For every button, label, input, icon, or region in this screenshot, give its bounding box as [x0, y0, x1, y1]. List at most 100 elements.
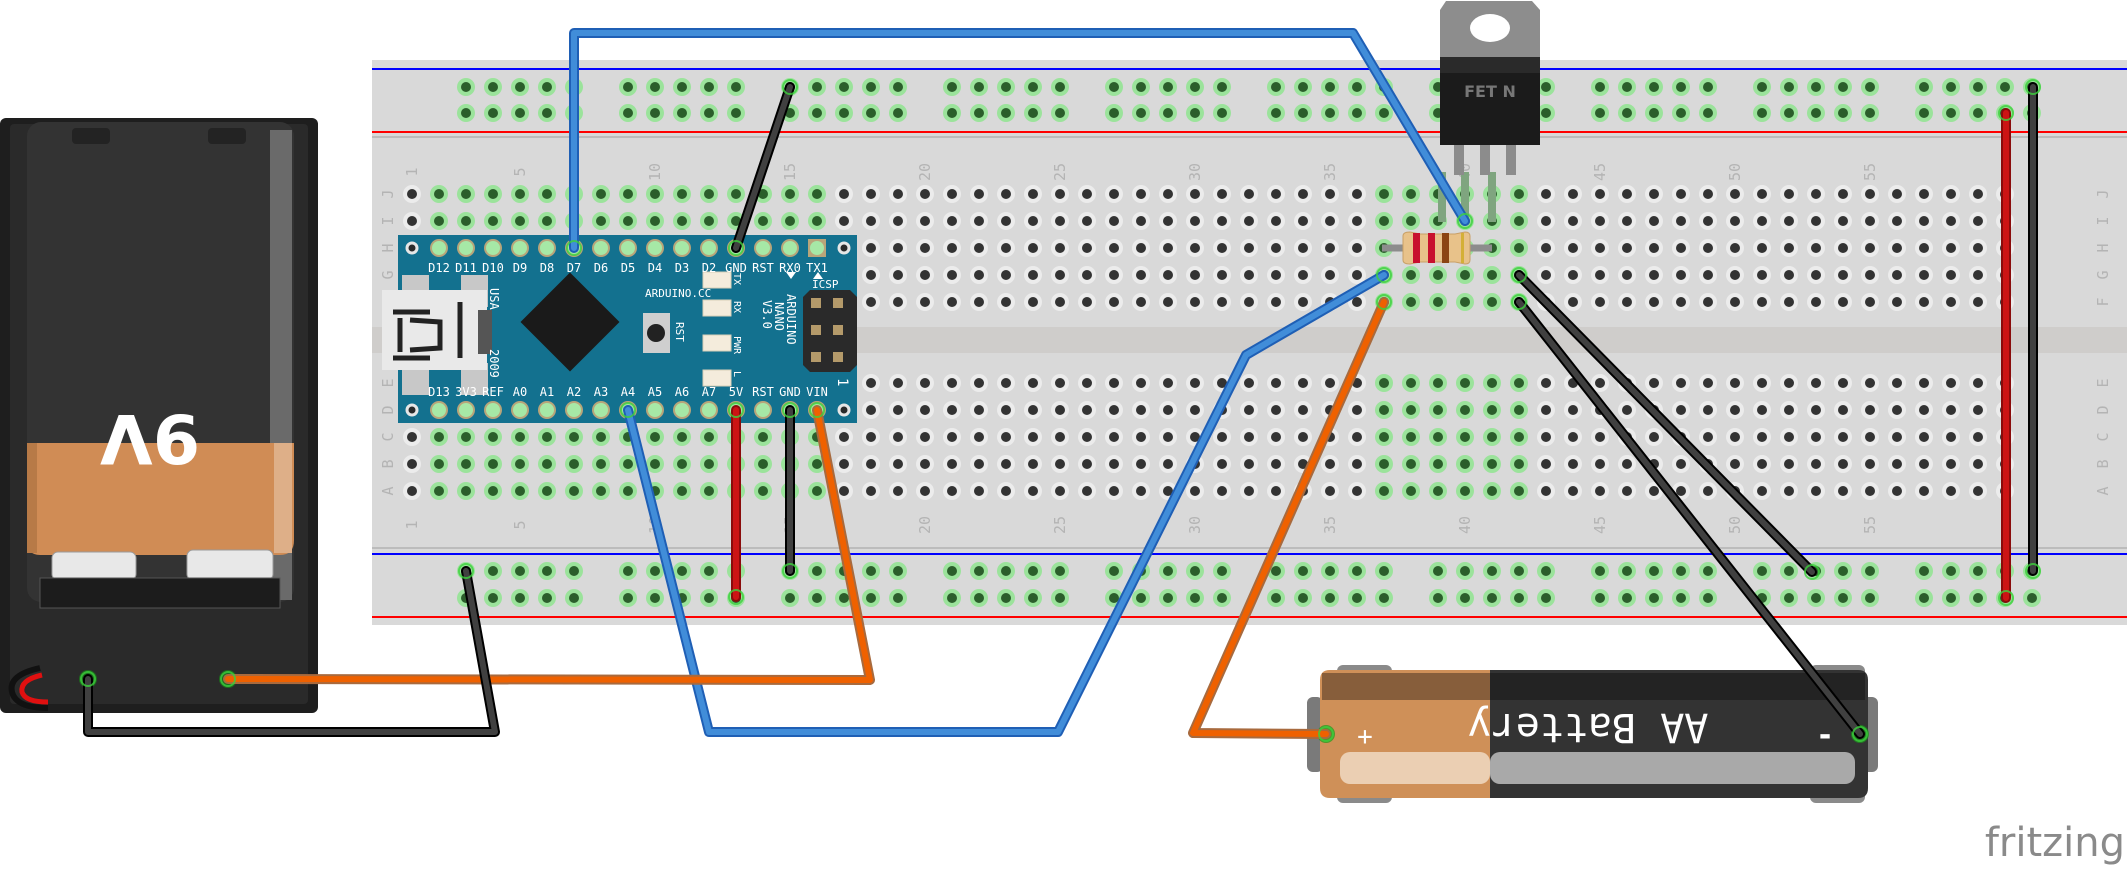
rail-hole[interactable]: [1699, 104, 1717, 122]
breadboard-hole[interactable]: [943, 185, 961, 203]
wire-endpoint[interactable]: [1852, 726, 1868, 742]
rail-hole[interactable]: [1105, 104, 1123, 122]
breadboard-hole[interactable]: [970, 293, 988, 311]
breadboard-hole[interactable]: [1240, 185, 1258, 203]
rail-hole[interactable]: [1159, 104, 1177, 122]
rail-hole[interactable]: [1294, 78, 1312, 96]
breadboard-hole[interactable]: [862, 239, 880, 257]
rail-hole[interactable]: [1834, 78, 1852, 96]
wire-endpoint[interactable]: [782, 79, 798, 95]
breadboard-hole[interactable]: [1483, 266, 1501, 284]
breadboard-hole[interactable]: [1915, 482, 1933, 500]
rail-hole[interactable]: [1780, 562, 1798, 580]
rail-hole[interactable]: [997, 562, 1015, 580]
rail-hole[interactable]: [1483, 562, 1501, 580]
breadboard-hole[interactable]: [1780, 266, 1798, 284]
breadboard-hole[interactable]: [1834, 455, 1852, 473]
breadboard-hole[interactable]: [754, 212, 772, 230]
breadboard-hole[interactable]: [1213, 239, 1231, 257]
rail-hole[interactable]: [1807, 589, 1825, 607]
breadboard-hole[interactable]: [1186, 401, 1204, 419]
breadboard-hole[interactable]: [1591, 266, 1609, 284]
breadboard-hole[interactable]: [997, 239, 1015, 257]
breadboard-hole[interactable]: [1240, 212, 1258, 230]
rail-hole[interactable]: [1186, 104, 1204, 122]
breadboard-hole[interactable]: [1186, 185, 1204, 203]
breadboard-hole[interactable]: [1564, 266, 1582, 284]
breadboard-hole[interactable]: [1456, 266, 1474, 284]
breadboard-hole[interactable]: [1024, 185, 1042, 203]
breadboard-hole[interactable]: [1888, 482, 1906, 500]
rail-hole[interactable]: [646, 78, 664, 96]
breadboard-hole[interactable]: [916, 185, 934, 203]
breadboard-hole[interactable]: [1591, 293, 1609, 311]
breadboard-hole[interactable]: [1969, 212, 1987, 230]
breadboard-hole[interactable]: [1078, 293, 1096, 311]
rail-hole[interactable]: [889, 78, 907, 96]
rail-hole[interactable]: [511, 589, 529, 607]
breadboard-hole[interactable]: [619, 455, 637, 473]
rail-hole[interactable]: [1159, 78, 1177, 96]
breadboard-hole[interactable]: [484, 185, 502, 203]
rail-hole[interactable]: [1105, 78, 1123, 96]
breadboard-hole[interactable]: [1969, 401, 1987, 419]
breadboard-hole[interactable]: [538, 428, 556, 446]
breadboard-hole[interactable]: [916, 428, 934, 446]
breadboard-hole[interactable]: [538, 482, 556, 500]
breadboard-hole[interactable]: [1321, 266, 1339, 284]
breadboard-hole[interactable]: [565, 455, 583, 473]
rail-hole[interactable]: [1591, 562, 1609, 580]
breadboard-hole[interactable]: [1645, 185, 1663, 203]
breadboard-hole[interactable]: [997, 185, 1015, 203]
breadboard-hole[interactable]: [1267, 482, 1285, 500]
breadboard-hole[interactable]: [1078, 374, 1096, 392]
breadboard-hole[interactable]: [1105, 266, 1123, 284]
breadboard-hole[interactable]: [1726, 266, 1744, 284]
rail-hole[interactable]: [1807, 104, 1825, 122]
breadboard-hole[interactable]: [1321, 374, 1339, 392]
breadboard-hole[interactable]: [1564, 212, 1582, 230]
rail-hole[interactable]: [619, 104, 637, 122]
breadboard-hole[interactable]: [889, 212, 907, 230]
rail-hole[interactable]: [889, 589, 907, 607]
wire-endpoint[interactable]: [728, 589, 744, 605]
arduino-pin-a1[interactable]: [538, 401, 556, 419]
breadboard-hole[interactable]: [1105, 212, 1123, 230]
rail-hole[interactable]: [1186, 562, 1204, 580]
breadboard-hole[interactable]: [1348, 212, 1366, 230]
breadboard-hole[interactable]: [1321, 455, 1339, 473]
breadboard-hole[interactable]: [1051, 428, 1069, 446]
breadboard-hole[interactable]: [862, 482, 880, 500]
breadboard-hole[interactable]: [1888, 374, 1906, 392]
breadboard-hole[interactable]: [1672, 374, 1690, 392]
rail-hole[interactable]: [1618, 562, 1636, 580]
breadboard-hole[interactable]: [1888, 266, 1906, 284]
breadboard-hole[interactable]: [1078, 455, 1096, 473]
breadboard-hole[interactable]: [484, 428, 502, 446]
wire-black-9v-minus-to-rail[interactable]: [80, 563, 500, 737]
rail-hole[interactable]: [457, 78, 475, 96]
rail-hole[interactable]: [1132, 589, 1150, 607]
rail-hole[interactable]: [673, 104, 691, 122]
rail-hole[interactable]: [1537, 589, 1555, 607]
wire-endpoint[interactable]: [782, 402, 798, 418]
breadboard-hole[interactable]: [430, 482, 448, 500]
arduino-pin-d9[interactable]: [511, 239, 529, 257]
rail-hole[interactable]: [1024, 589, 1042, 607]
breadboard-hole[interactable]: [1537, 266, 1555, 284]
arduino-pin-a3[interactable]: [592, 401, 610, 419]
wire-endpoint[interactable]: [1511, 267, 1527, 283]
rail-hole[interactable]: [1942, 589, 1960, 607]
breadboard-hole[interactable]: [592, 185, 610, 203]
rail-hole[interactable]: [862, 589, 880, 607]
wire-endpoint[interactable]: [2025, 79, 2041, 95]
breadboard-hole[interactable]: [592, 482, 610, 500]
breadboard-hole[interactable]: [727, 185, 745, 203]
breadboard-hole[interactable]: [1618, 401, 1636, 419]
rail-hole[interactable]: [1969, 589, 1987, 607]
breadboard-hole[interactable]: [1213, 455, 1231, 473]
breadboard-hole[interactable]: [403, 455, 421, 473]
breadboard-hole[interactable]: [1186, 482, 1204, 500]
breadboard-hole[interactable]: [1051, 482, 1069, 500]
breadboard-hole[interactable]: [1537, 374, 1555, 392]
